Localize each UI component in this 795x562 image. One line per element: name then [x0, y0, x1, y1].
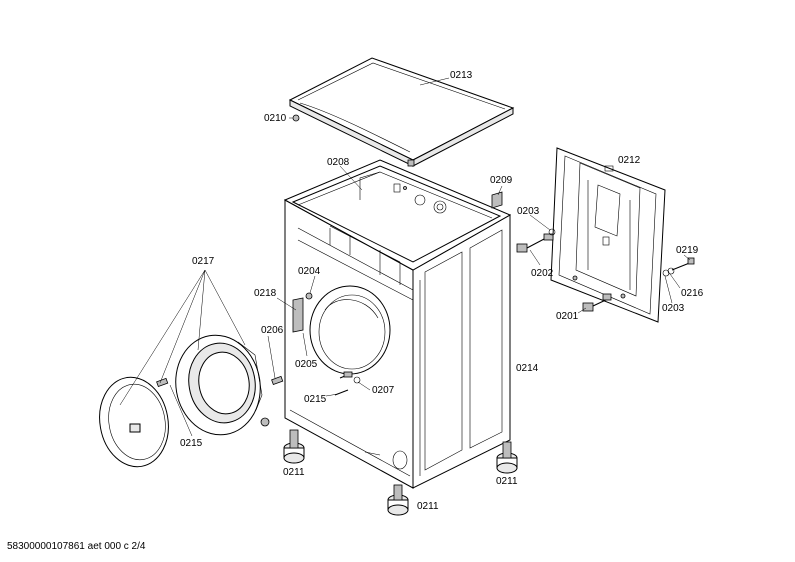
label-0207: 0207	[372, 385, 395, 396]
label-0209: 0209	[490, 175, 513, 186]
label-0212: 0212	[618, 155, 641, 166]
door-outer-ring	[99, 376, 169, 468]
label-0205: 0205	[295, 359, 318, 370]
label-0215-door: 0215	[180, 438, 203, 449]
foot-bottom	[387, 484, 409, 516]
label-0203-bottom: 0203	[662, 303, 685, 314]
top-cover	[288, 57, 515, 167]
label-0211-bottom: 0211	[417, 501, 439, 512]
hinge-0218	[292, 297, 304, 333]
door-hardware	[156, 375, 284, 427]
foot-left	[283, 429, 305, 464]
screws-0207-0215	[334, 371, 361, 396]
label-0210: 0210	[264, 113, 287, 124]
label-0216: 0216	[681, 288, 704, 299]
document-reference-footer: 583000001078​61 aet 000 c 2/4	[7, 541, 146, 552]
bolt-0202	[516, 233, 554, 253]
label-0202: 0202	[531, 268, 554, 279]
label-0206: 0206	[261, 325, 284, 336]
label-0213: 0213	[450, 70, 473, 81]
part-0204	[305, 292, 313, 300]
washer-0203a	[548, 228, 556, 236]
label-0204: 0204	[298, 266, 321, 277]
bracket-0209	[491, 191, 503, 209]
label-0218: 0218	[254, 288, 277, 299]
label-0214: 0214	[516, 363, 539, 374]
back-panel	[550, 147, 666, 323]
washer-0216-0203b	[662, 267, 675, 277]
foot-right	[496, 441, 518, 474]
part-labels: 0213 0210 0208 0209 0212 0203 0202 0219 …	[180, 70, 704, 512]
clip-on-cover	[407, 159, 415, 167]
label-0203-top: 0203	[517, 206, 540, 217]
label-0208: 0208	[327, 157, 350, 168]
screw-0210	[292, 114, 300, 122]
label-0215-cabinet: 0215	[304, 394, 327, 405]
label-0217: 0217	[192, 256, 215, 267]
label-0219: 0219	[676, 245, 699, 256]
label-0211-left: 0211	[283, 467, 305, 478]
leader-lines	[119, 77, 691, 437]
door-inner-frame	[175, 334, 263, 436]
cabinet	[283, 159, 512, 489]
label-0211-right: 0211	[496, 476, 518, 487]
bolt-0201	[582, 293, 612, 312]
bolt-0219	[671, 257, 695, 271]
label-0201: 0201	[556, 311, 579, 322]
